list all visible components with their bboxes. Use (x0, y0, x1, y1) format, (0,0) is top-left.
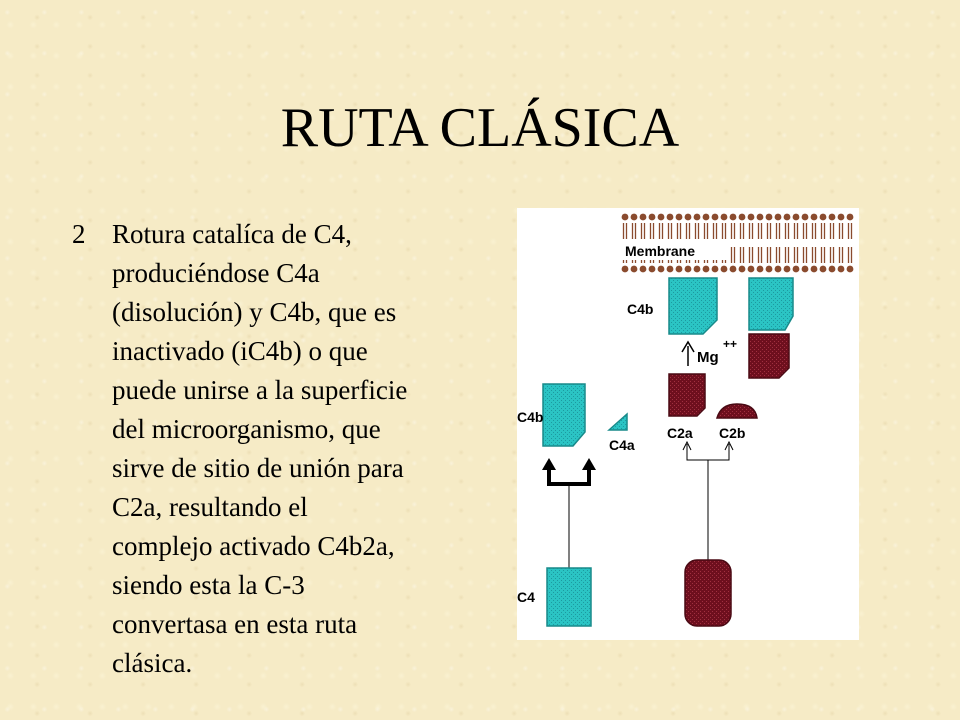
lipid-head (828, 213, 836, 221)
lipid-head (846, 213, 854, 221)
lipid-head (684, 265, 692, 273)
c2a-fragment (668, 373, 706, 417)
c4b-left-label: C4b (517, 409, 543, 425)
c4-intact-block (546, 567, 592, 627)
lipid-head (738, 265, 746, 273)
lipid-head (828, 265, 836, 273)
lipid-head (720, 213, 728, 221)
lipid-head (657, 265, 665, 273)
lipid-head (693, 213, 701, 221)
lipid-head (666, 213, 674, 221)
c4-split-connector (547, 464, 591, 486)
lipid-head (639, 265, 647, 273)
c2a-bound-block (748, 333, 790, 379)
mg-charge-label: ++ (723, 337, 737, 351)
c2-intact-block (684, 559, 732, 627)
c4b-free-block (542, 383, 586, 447)
lipid-head (639, 213, 647, 221)
c4-label: C4 (517, 589, 535, 605)
lipid-head (711, 213, 719, 221)
lipid-head (630, 265, 638, 273)
mg-label: Mg (697, 349, 719, 366)
lipid-head (783, 265, 791, 273)
lipid-head (810, 265, 818, 273)
lipid-head (729, 265, 737, 273)
slide-title: RUTA CLÁSICA (280, 97, 680, 159)
lipid-head (801, 265, 809, 273)
lipid-head (756, 265, 764, 273)
complement-diagram: Membrane C4b Mg ++ C2a C2b C4b C4a (517, 208, 859, 640)
c2a-arrow-head (682, 440, 692, 451)
lipid-head (774, 213, 782, 221)
lipid-head (819, 213, 827, 221)
lipid-head (666, 265, 674, 273)
c2b-arrow-head (724, 440, 734, 451)
lipid-head (621, 213, 629, 221)
lipid-head (747, 265, 755, 273)
bullet-marker: 2 (72, 219, 86, 249)
c4b-arrow-head (542, 458, 556, 470)
lipid-head (675, 213, 683, 221)
lipid-head (801, 213, 809, 221)
lipid-head (774, 265, 782, 273)
lipid-head (819, 265, 827, 273)
c4b-top-label: C4b (627, 301, 653, 317)
lipid-head (702, 213, 710, 221)
membrane-label: Membrane (625, 243, 695, 259)
lipid-head (783, 213, 791, 221)
complement-diagram-svg: Membrane C4b Mg ++ C2a C2b C4b C4a (517, 213, 854, 627)
c4a-label: C4a (609, 437, 635, 453)
lipid-head (702, 265, 710, 273)
lipid-head (729, 213, 737, 221)
lipid-head (648, 265, 656, 273)
lipid-head (792, 265, 800, 273)
lipid-head (684, 213, 692, 221)
membrane-label-bg (621, 242, 727, 260)
lipid-head (720, 265, 728, 273)
lipid-head (747, 213, 755, 221)
c4b-membrane-block (668, 277, 718, 335)
lipid-head (648, 213, 656, 221)
c2b-label: C2b (719, 425, 745, 441)
lipid-head (837, 265, 845, 273)
lipid-head (675, 265, 683, 273)
c4a-fragment (607, 412, 628, 431)
lipid-head (792, 213, 800, 221)
lipid-head (837, 213, 845, 221)
lipid-head (693, 265, 701, 273)
lipid-head (810, 213, 818, 221)
c2b-fragment (716, 403, 758, 419)
lipid-head (765, 265, 773, 273)
c2a-label: C2a (667, 425, 693, 441)
bullet-text: Rotura catalíca de C4, produciéndose C4a… (112, 219, 408, 678)
lipid-head (738, 213, 746, 221)
c4b-complex-block (748, 277, 794, 331)
lipid-head (630, 213, 638, 221)
mg-arrow-head (681, 340, 695, 353)
c2-split-connector (686, 444, 730, 461)
lipid-head (621, 265, 629, 273)
lipid-head (846, 265, 854, 273)
lipid-head (765, 213, 773, 221)
lipid-head (756, 213, 764, 221)
lipid-head (657, 213, 665, 221)
lipid-head (711, 265, 719, 273)
c4a-arrow-head (582, 458, 596, 470)
